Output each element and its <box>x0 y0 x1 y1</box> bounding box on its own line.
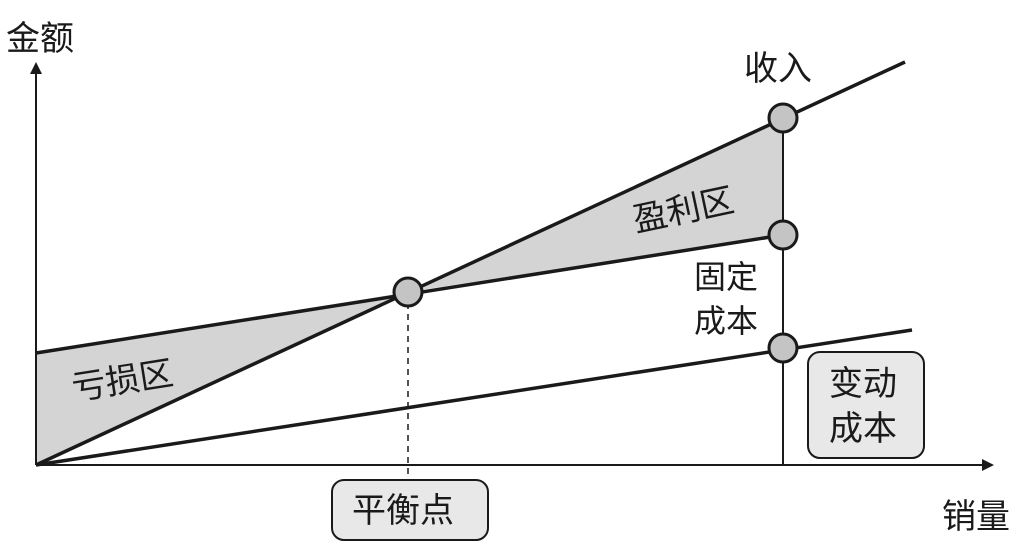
variable-cost-line <box>35 328 913 467</box>
revenue-label: 收入 <box>744 49 812 89</box>
total-cost-marker <box>767 219 799 251</box>
x-axis-label: 销量 <box>942 497 1010 537</box>
revenue-marker <box>767 102 799 134</box>
fixed-cost-label-line2: 成本 <box>694 302 758 340</box>
variable-cost-marker <box>767 332 799 364</box>
break-even-marker <box>392 276 424 308</box>
break-even-box <box>331 479 489 541</box>
break-even-label: 平衡点 <box>352 491 454 531</box>
y-axis-label: 金额 <box>6 19 74 59</box>
variable-cost-box <box>807 351 925 459</box>
variable-cost-label-line2: 成本 <box>829 409 897 449</box>
variable-cost-label-line1: 变动 <box>829 364 897 404</box>
revenue-line <box>35 60 906 467</box>
fixed-cost-label-line1: 固定 <box>694 258 758 296</box>
